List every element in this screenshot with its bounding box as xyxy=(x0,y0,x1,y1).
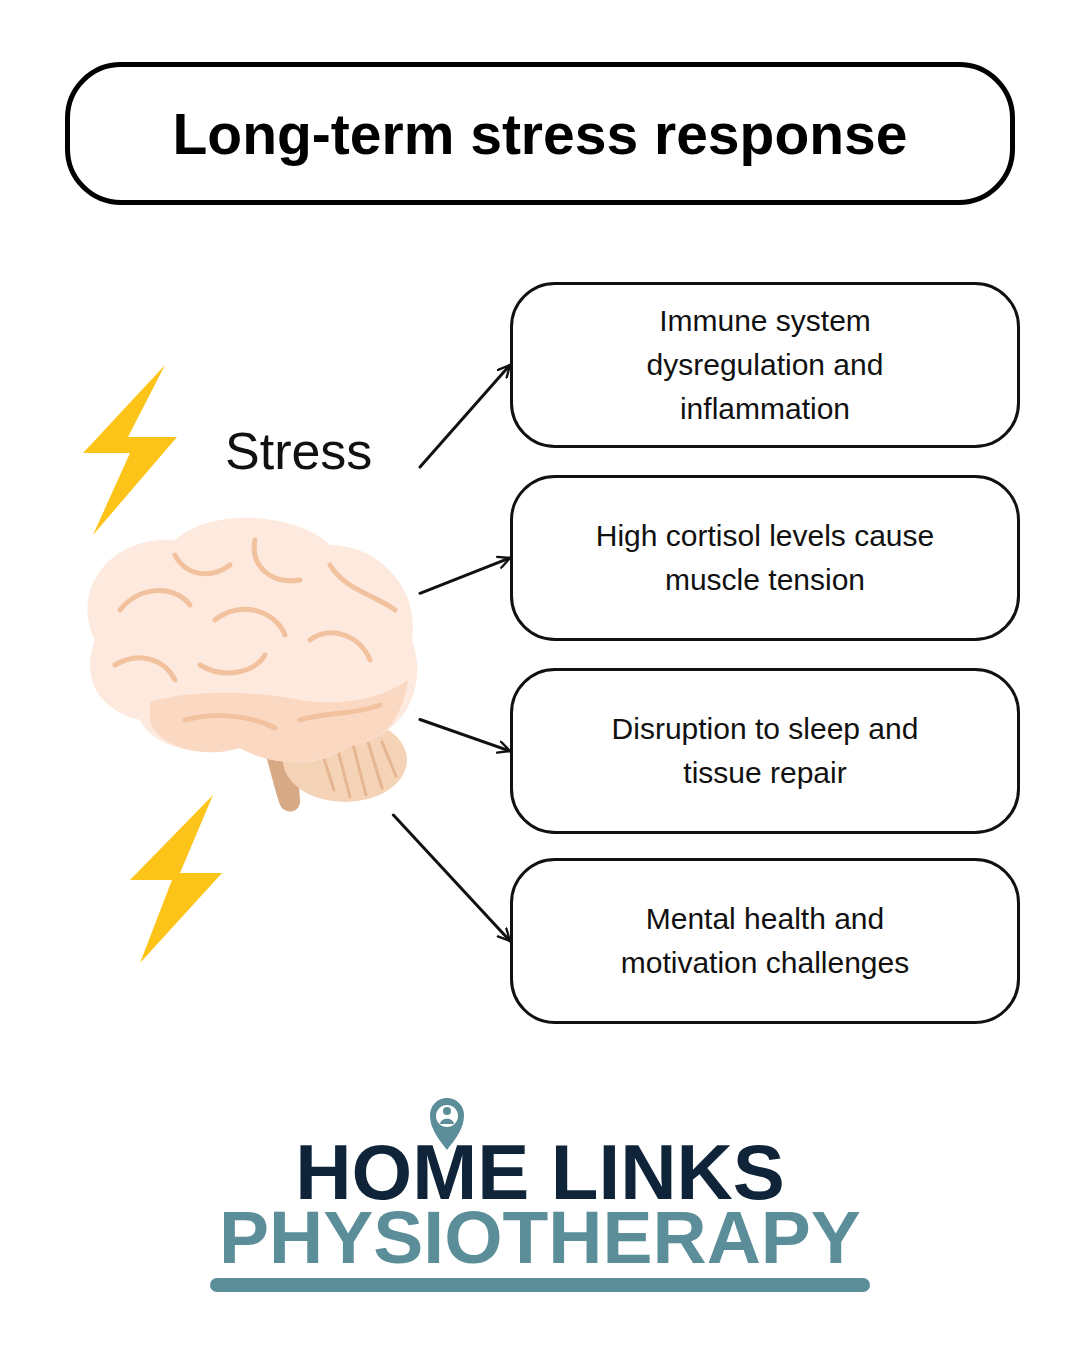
fold xyxy=(310,633,370,660)
logo-underline xyxy=(210,1278,870,1292)
fold xyxy=(215,609,285,635)
fold xyxy=(300,705,380,720)
arrow-connector xyxy=(420,558,510,593)
fold xyxy=(254,540,300,581)
arrow-connector xyxy=(393,815,510,941)
stripe xyxy=(366,735,382,788)
title-text: Long-term stress response xyxy=(173,101,908,167)
effect-text: High cortisol levels cause muscle tensio… xyxy=(583,514,947,602)
effect-box: Mental health and motivation challenges xyxy=(510,858,1020,1024)
fold xyxy=(200,655,265,673)
pin-figure-head xyxy=(443,1107,451,1115)
fold xyxy=(115,658,175,680)
temporal-lobe xyxy=(150,680,408,762)
pin-hole xyxy=(436,1105,458,1127)
effect-box: Disruption to sleep and tissue repair xyxy=(510,668,1020,834)
fold xyxy=(330,565,395,610)
lightning-bolt xyxy=(83,365,177,535)
lightning-bolt xyxy=(130,795,222,963)
stress-label: Stress xyxy=(225,421,372,481)
pin-figure-body xyxy=(440,1119,454,1124)
stripe xyxy=(382,742,396,776)
logo-subtitle: PHYSIOTHERAPY xyxy=(0,1200,1080,1275)
title-box: Long-term stress response xyxy=(65,62,1015,205)
arrow-connector xyxy=(420,720,510,751)
effect-box: High cortisol levels cause muscle tensio… xyxy=(510,475,1020,641)
fold xyxy=(175,555,230,574)
effect-box: Immune system dysregulation and inflamma… xyxy=(510,282,1020,448)
effect-text: Disruption to sleep and tissue repair xyxy=(583,707,947,795)
fold xyxy=(120,591,190,610)
effect-text: Mental health and motivation challenges xyxy=(583,897,947,985)
effect-text: Immune system dysregulation and inflamma… xyxy=(583,299,947,431)
brain-stress-source: Stress xyxy=(75,415,420,815)
fold xyxy=(185,716,275,728)
arrow-connector xyxy=(420,365,510,467)
brain-folds xyxy=(115,540,395,728)
cerebrum xyxy=(87,518,417,762)
